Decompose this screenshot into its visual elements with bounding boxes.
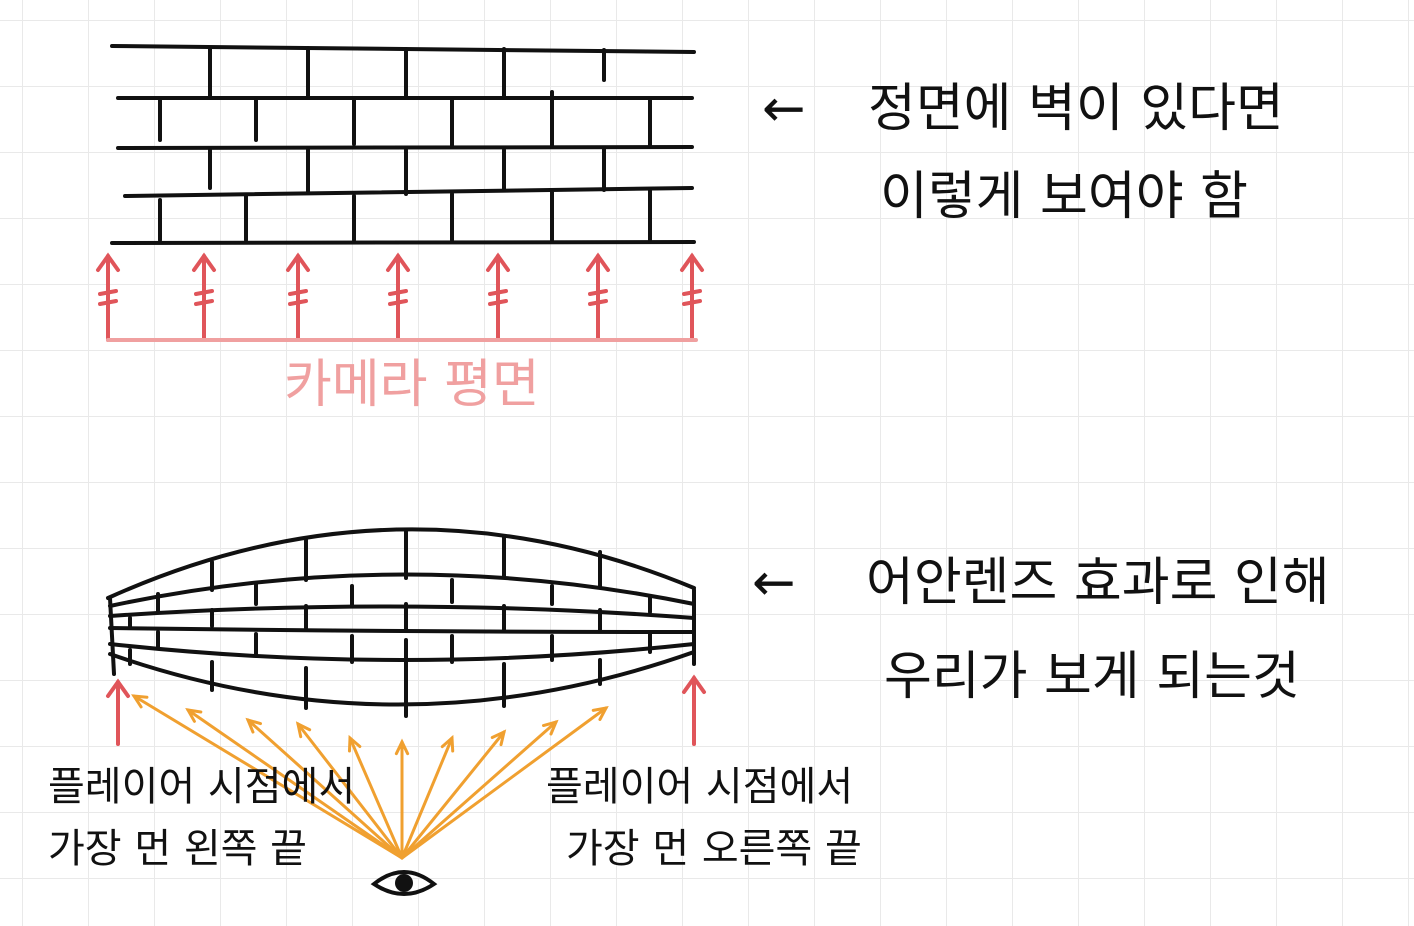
camera-plane-rays (96, 252, 704, 342)
top-note-arrow: ← (762, 79, 806, 139)
bottom-note-arrow: ← (752, 553, 796, 613)
left-label-line-1: 플레이어 시점에서 (48, 764, 355, 810)
top-note-line-1: 정면에 벽이 있다면 (868, 79, 1284, 139)
player-ray (295, 721, 404, 860)
camera-ray (386, 252, 410, 342)
camera-ray (486, 252, 510, 342)
player-ray (400, 734, 455, 860)
camera-ray (192, 252, 216, 342)
bottom-note-line-1: 어안렌즈 효과로 인해 (866, 553, 1330, 613)
player-ray (400, 729, 507, 860)
player-ray (394, 738, 410, 860)
eye-icon (370, 870, 438, 896)
right-label-line-1: 플레이어 시점에서 (546, 764, 853, 810)
left-label-line-2: 가장 먼 왼쪽 끝 (48, 826, 307, 872)
player-ray (131, 694, 404, 860)
player-ray (245, 717, 404, 860)
flat-brick-wall (110, 44, 696, 245)
fisheye-brick-wall (106, 527, 696, 718)
camera-ray (680, 252, 704, 342)
camera-plane-label: 카메라 평면 (284, 355, 540, 415)
player-ray (347, 734, 404, 860)
camera-ray (586, 252, 610, 342)
edge-rays (106, 674, 706, 746)
camera-ray (96, 252, 120, 342)
player-ray (400, 705, 609, 860)
player-ray (185, 708, 404, 860)
camera-ray (286, 252, 310, 342)
player-ray (400, 719, 559, 860)
top-note-line-2: 이렇게 보여야 함 (880, 167, 1248, 227)
bottom-note-line-2: 우리가 보게 되는것 (884, 647, 1300, 707)
player-view-rays (131, 694, 609, 860)
right-label-line-2: 가장 먼 오른쪽 끝 (566, 826, 862, 872)
